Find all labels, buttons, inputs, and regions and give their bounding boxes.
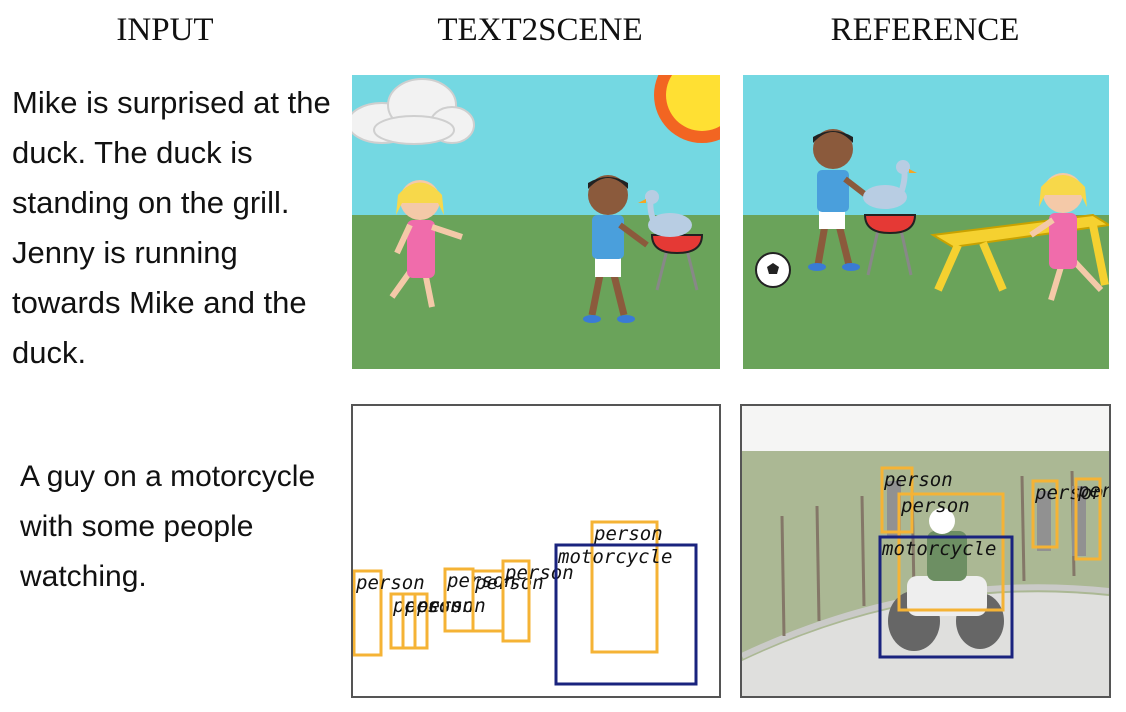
text2scene-box-label: person <box>416 595 486 617</box>
text2scene-layout-svg: personpersonpersonpersonpersonpersonpers… <box>353 520 698 686</box>
text2scene-box-label: person <box>593 523 663 545</box>
grill-figure <box>863 214 917 276</box>
text2scene-box-person <box>353 569 383 657</box>
reference-box-motorcycle <box>878 535 1014 659</box>
reference-box-label: motorcycle <box>881 538 996 560</box>
reference-box-person <box>880 466 914 534</box>
text2scene-scene-image <box>352 75 720 369</box>
reference-box-person <box>1074 477 1102 561</box>
input-text-layout: A guy on a motorcycle with some people w… <box>20 460 316 593</box>
duck-figure <box>638 190 692 237</box>
text2scene-box-person <box>501 559 531 643</box>
text2scene-box-label: person <box>446 570 516 592</box>
reference-scene-image <box>743 75 1109 369</box>
input-text-scene: Mike is surprised at the duck. The duck … <box>12 85 331 370</box>
grill-figure <box>650 234 704 291</box>
header-reference: REFERENCE <box>830 12 1020 48</box>
text2scene-box-person <box>413 592 429 650</box>
reference-box-label: person <box>883 469 953 491</box>
text2scene-box-label: person <box>404 595 474 617</box>
girl-figure <box>1029 173 1104 301</box>
sun-shape <box>654 75 720 143</box>
reference-box-label: person <box>900 495 970 517</box>
text2scene-box-label: motorcycle <box>557 546 672 568</box>
cloud-shape <box>352 78 475 145</box>
reference-box-person <box>897 492 1005 612</box>
girl-figure <box>389 180 463 308</box>
text2scene-box-label: person <box>474 572 544 594</box>
reference-box-label: person <box>1034 482 1104 504</box>
soccer-ball <box>755 252 791 288</box>
text2scene-box-person <box>590 520 659 654</box>
text2scene-box-motorcycle <box>554 543 698 686</box>
header-text2scene: TEXT2SCENE <box>437 12 643 48</box>
boy-figure <box>583 175 649 323</box>
boy-figure <box>808 129 873 271</box>
header-input: INPUT <box>116 12 214 48</box>
reference-box-person <box>1031 479 1059 549</box>
motorcycle-rider-shape <box>888 508 1004 651</box>
reference-box-label: person <box>1077 480 1109 502</box>
text2scene-box-label: person <box>355 572 425 594</box>
duck-figure <box>863 160 917 209</box>
